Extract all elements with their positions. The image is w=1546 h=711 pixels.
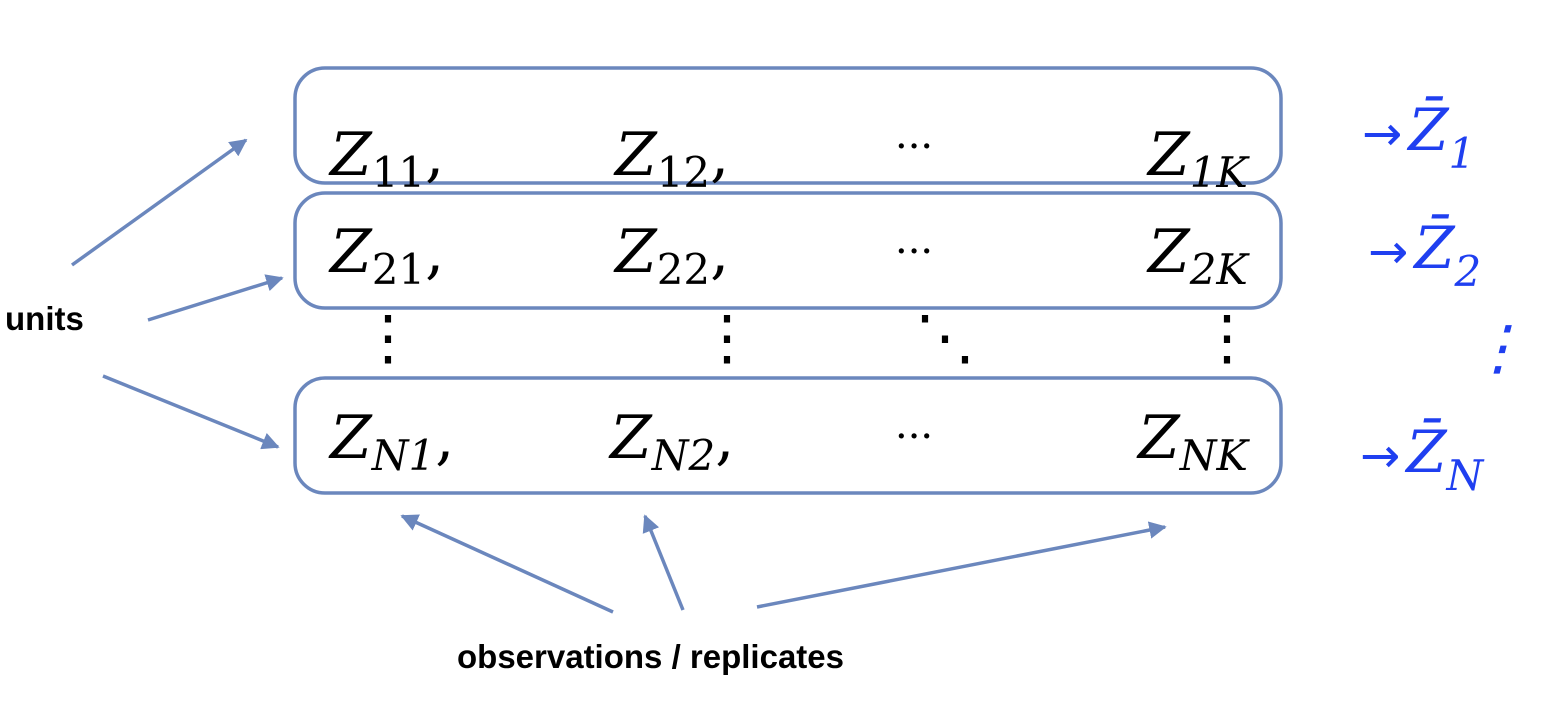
vdots-col-2: ⋮ (697, 303, 757, 373)
cell-dots-n: ··· (895, 414, 933, 460)
cell-znk: ZNK (1136, 403, 1250, 480)
cell-z11: Z11, (328, 120, 444, 197)
units-arrow-row-2 (147, 274, 284, 322)
vdots-col-4: ⋮ (1197, 303, 1257, 373)
units-arrow-row-n (102, 374, 280, 450)
mean-vdots: ⋮ (1468, 313, 1528, 383)
units-arrow-row-1 (70, 138, 248, 267)
mean-row-1: →Z̄1 (1362, 95, 1475, 178)
obs-arrow-col-k (756, 521, 1167, 609)
obs-arrow-col-1 (400, 514, 614, 614)
ddots-col-3: ⋱ (915, 303, 975, 373)
cell-z22: Z22, (613, 217, 729, 294)
cell-z12: Z12, (613, 120, 729, 197)
mean-row-2: →Z̄2 (1368, 213, 1481, 296)
row-box-2 (293, 191, 1283, 310)
mean-row-n: →Z̄N (1360, 417, 1485, 500)
cell-zn2: ZN2, (608, 403, 734, 480)
vdots-col-1: ⋮ (358, 303, 418, 373)
cell-dots-2: ··· (895, 229, 933, 275)
units-label: units (5, 300, 84, 337)
cell-z1k: Z1K (1146, 120, 1250, 197)
cell-zn1: ZN1, (328, 403, 454, 480)
obs-arrow-col-2 (642, 514, 685, 611)
cell-dots-1: ··· (895, 124, 933, 170)
cell-z2k: Z2K (1146, 217, 1250, 294)
row-box-n (293, 376, 1283, 495)
observations-label: observations / replicates (457, 638, 844, 675)
cell-z21: Z21, (328, 217, 444, 294)
row-box-1 (293, 66, 1283, 185)
